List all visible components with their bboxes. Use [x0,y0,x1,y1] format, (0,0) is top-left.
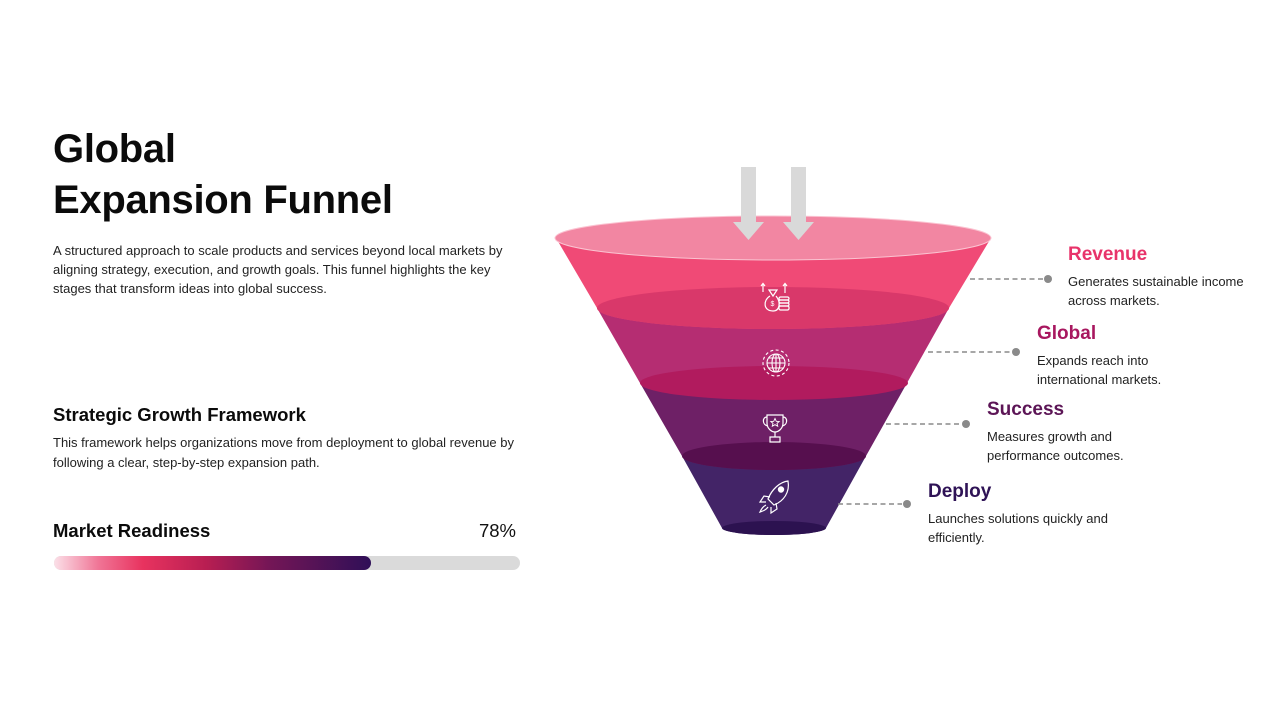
input-arrow-icon [733,167,814,240]
stage-title: Revenue [1068,244,1148,265]
intro-paragraph: A structured approach to scale products … [53,243,503,296]
stage-global: Global Expands reach into international … [1037,323,1207,389]
stage-title: Deploy [928,481,992,502]
funnel-band-global [597,308,949,400]
rocket-icon [758,480,789,515]
stage-description: Measures growth and performance outcomes… [987,429,1124,463]
stage-deploy: Deploy Launches solutions quickly and ef… [928,481,1128,547]
readiness-label: Market Readiness [53,520,211,541]
funnel-band-success [640,383,907,470]
stage-description: Launches solutions quickly and efficient… [928,511,1108,545]
stage-description: Expands reach into international markets… [1037,353,1162,387]
framework-heading: Strategic Growth Framework [53,404,306,425]
globe-icon [762,349,790,377]
stage-title: Global [1037,323,1097,344]
money-bag-coins-icon: $ [760,282,790,312]
stage-description: Generates sustainable income across mark… [1068,274,1244,308]
readiness-value: 78% [478,520,516,541]
connector-lines [838,278,1044,505]
stage-revenue: Revenue Generates sustainable income acr… [1068,244,1268,310]
stage-success: Success Measures growth and performance … [987,399,1177,465]
funnel-top-rim [554,215,992,261]
title-line-1: Global [53,127,176,171]
page-title: Global Expansion Funnel [53,124,393,226]
stage-title: Success [987,399,1065,420]
readiness-progress-fill [54,556,371,570]
trophy-icon [762,414,788,443]
readiness-progress-bar [54,556,520,570]
framework-description: This framework helps organizations move … [53,435,515,470]
funnel-band-revenue [556,238,991,329]
connector-dots [903,275,1052,508]
funnel-band-deploy [682,456,866,535]
title-line-2: Expansion Funnel [53,178,393,222]
svg-text:$: $ [771,301,775,308]
